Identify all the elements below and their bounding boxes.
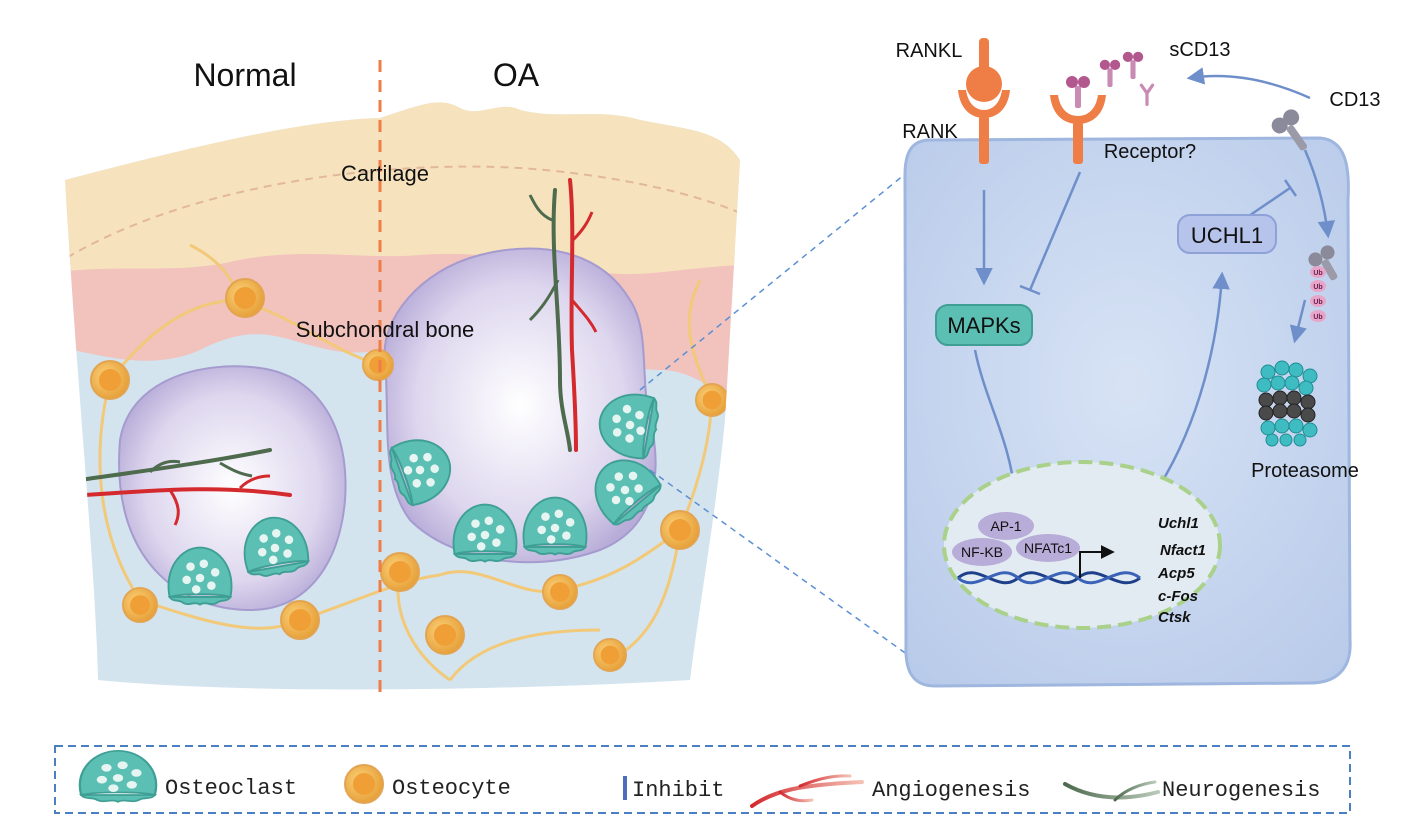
legend-osteoclast: Osteoclast (165, 776, 297, 801)
uchl1-label: UCHL1 (1191, 223, 1263, 248)
osteocyte (660, 510, 700, 550)
legend-neurogenesis: Neurogenesis (1162, 778, 1320, 803)
osteocyte (425, 615, 465, 655)
proteasome-icon (1256, 360, 1318, 447)
subchondral-label: Subchondral bone (296, 317, 475, 342)
osteocyte (225, 278, 265, 318)
ub-tag: Ub (1313, 314, 1322, 321)
ub-tag: Ub (1313, 284, 1322, 291)
ubiquitinated-cd13: Ub Ub Ub Ub (1308, 245, 1338, 322)
osteocyte-legend-icon (344, 764, 384, 804)
mapks-label: MAPKs (947, 313, 1020, 338)
osteocyte (542, 574, 578, 610)
ap1-label: AP-1 (990, 518, 1021, 534)
receptor-label: Receptor? (1104, 141, 1196, 163)
rankl-label: RANKL (896, 40, 963, 62)
cd13-label: CD13 (1329, 89, 1380, 111)
pathway-arrows (973, 67, 1336, 499)
transcription-start-arrow (1079, 545, 1115, 578)
gene-ctsk: Ctsk (1158, 609, 1191, 626)
normal-label: Normal (193, 57, 296, 93)
oa-label: OA (493, 57, 540, 93)
legend-angiogenesis: Angiogenesis (872, 778, 1030, 803)
osteocyte (280, 600, 320, 640)
ub-to-proteasome-arrow (1289, 299, 1307, 344)
tidemark-line (65, 165, 740, 266)
ub-tag: Ub (1313, 299, 1322, 306)
nucleus (942, 460, 1222, 630)
scd13-molecules (1099, 51, 1155, 107)
cell-panel: RANKL RANK Receptor? sCD13 CD13 (896, 38, 1381, 688)
nfatc1-blob (1016, 534, 1080, 562)
rank-receptor (958, 38, 1010, 164)
proteasome-label: Proteasome (1251, 460, 1359, 482)
inhibit-legend-icon (562, 776, 627, 800)
nfkb-label: NF-KB (961, 544, 1003, 560)
gene-cfos: c-Fos (1158, 588, 1198, 605)
osteocyte (694, 383, 730, 417)
legend-inhibit: Inhibit (632, 778, 724, 803)
unknown-receptor (1050, 76, 1106, 164)
uchl1-box (1177, 214, 1277, 254)
rank-label: RANK (902, 121, 958, 143)
scd13-label: sCD13 (1169, 39, 1230, 61)
cd13-internalization-arrow (1303, 149, 1336, 239)
nfkb-blob (952, 538, 1012, 566)
gene-acp5: Acp5 (1157, 565, 1195, 582)
nfatc1-label: NFATc1 (1024, 540, 1072, 556)
normal-neurogenesis (78, 448, 272, 482)
zoom-connector (639, 169, 916, 661)
legend-box (54, 745, 1351, 814)
osteocyte (592, 637, 628, 673)
angiogenesis-legend-icon (750, 774, 864, 808)
nucleus-to-uchl1-arrow (1158, 271, 1230, 486)
tissue-panel: Normal OA Cartilage Subchondral bone (65, 57, 740, 700)
oa-neurogenesis (528, 188, 572, 452)
cartilage-label: Cartilage (341, 161, 429, 186)
neurogenesis-legend-icon (1063, 780, 1160, 802)
oa-angiogenesis (568, 178, 598, 452)
ub-tag: Ub (1313, 270, 1322, 277)
gene-uchl1: Uchl1 (1158, 515, 1199, 532)
osteocyte (122, 587, 159, 623)
ap1-blob (978, 512, 1034, 540)
mapks-box (935, 304, 1033, 346)
osteocyte (380, 552, 420, 592)
legend-osteocyte: Osteocyte (392, 776, 511, 801)
legend: Osteoclast Osteocyte Inhibit Angiogenesi… (54, 745, 1351, 814)
receptor-inhibit-mapks (1019, 171, 1082, 296)
dna-helix (956, 571, 1141, 585)
cd13-membrane (1271, 109, 1308, 151)
osteocyte (90, 360, 130, 400)
osteocyte (361, 348, 395, 382)
normal-angiogenesis (83, 474, 292, 526)
cd13-shedding-arrow (1186, 67, 1311, 100)
gene-nfact1: Nfact1 (1160, 542, 1206, 559)
